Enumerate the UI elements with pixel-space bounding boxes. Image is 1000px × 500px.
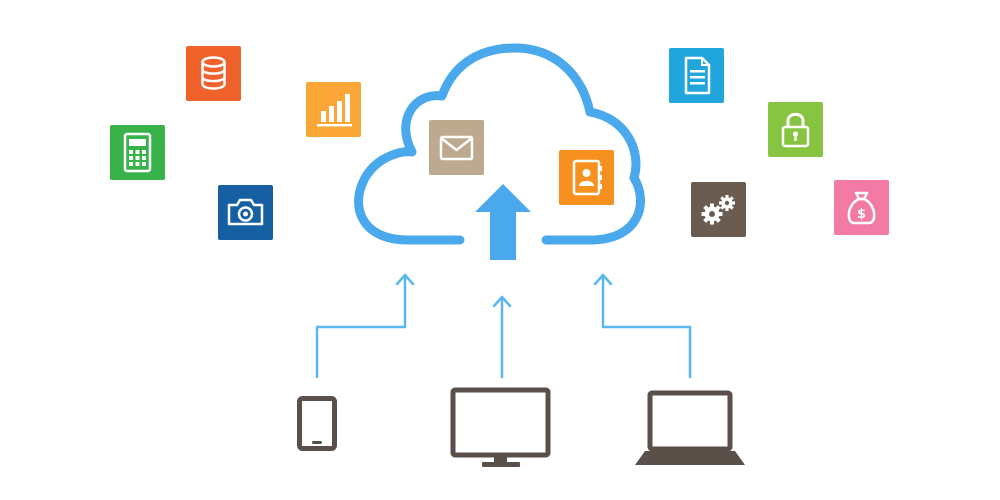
contacts-book-icon bbox=[572, 159, 602, 196]
calculator-tile bbox=[110, 125, 165, 180]
bar-chart-icon bbox=[317, 94, 352, 127]
tablet-icon bbox=[297, 396, 337, 451]
connectors bbox=[315, 273, 692, 379]
lock-tile bbox=[768, 102, 823, 157]
laptop-icon bbox=[635, 390, 745, 465]
cloud bbox=[354, 43, 645, 260]
database-tile bbox=[186, 46, 241, 101]
camera-icon bbox=[227, 198, 264, 226]
svg-text:$: $ bbox=[857, 207, 866, 222]
laptop-connector-arrow bbox=[593, 273, 692, 379]
contacts-tile bbox=[559, 150, 614, 205]
lock-icon bbox=[781, 112, 810, 148]
tablet-connector-arrow bbox=[315, 273, 415, 379]
document-icon bbox=[684, 56, 711, 95]
settings-tile bbox=[691, 182, 746, 237]
calculator-icon bbox=[123, 132, 152, 173]
upload-arrow-icon bbox=[475, 184, 531, 260]
database-icon bbox=[201, 56, 226, 90]
mail-icon bbox=[439, 135, 474, 161]
monitor-connector-arrow bbox=[492, 295, 512, 379]
cloud-outline bbox=[354, 43, 645, 245]
camera-tile bbox=[218, 185, 273, 240]
money-bag-icon: $ bbox=[847, 191, 876, 225]
document-tile bbox=[669, 48, 724, 103]
chart-tile bbox=[306, 82, 361, 137]
monitor-icon bbox=[450, 387, 551, 467]
gears-icon bbox=[701, 195, 735, 225]
mail-tile bbox=[429, 120, 484, 175]
money-tile: $ bbox=[834, 180, 889, 235]
